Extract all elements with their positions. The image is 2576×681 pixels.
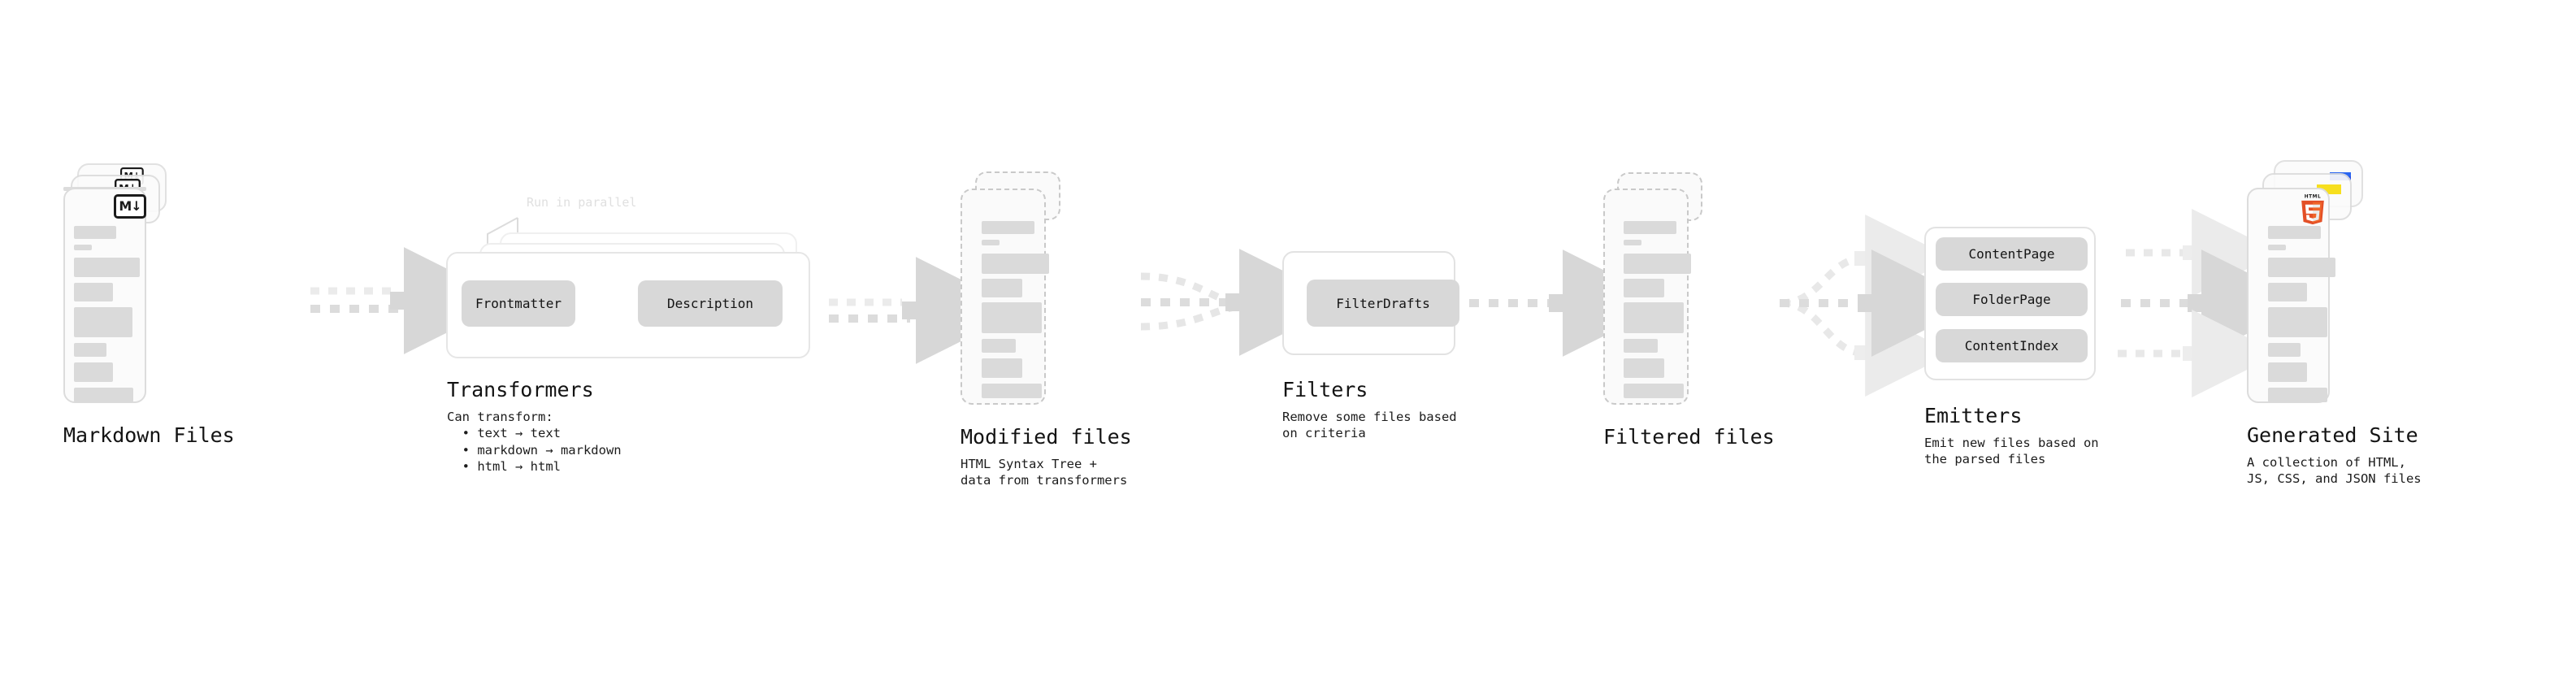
skeleton-line bbox=[982, 221, 1034, 234]
markdown-icon: M↓ bbox=[114, 194, 146, 219]
connector-modified-to-filters bbox=[1140, 249, 1347, 356]
skeleton-line bbox=[982, 279, 1022, 297]
connector-transformers-to-modified bbox=[829, 257, 1023, 364]
skeleton-line bbox=[982, 358, 1022, 378]
markdown-icon-letter: M bbox=[119, 198, 132, 214]
skeleton-line bbox=[982, 254, 1049, 274]
skeleton-line bbox=[74, 258, 140, 277]
skeleton-line bbox=[74, 343, 106, 357]
skeleton-line bbox=[2268, 343, 2301, 357]
stage-title-markdown-files: Markdown Files bbox=[63, 423, 235, 447]
skeleton-line bbox=[74, 362, 113, 382]
skeleton-line bbox=[74, 388, 133, 402]
emitter-node-contentindex[interactable]: ContentIndex bbox=[1936, 329, 2088, 362]
skeleton-line bbox=[74, 226, 116, 239]
skeleton-line bbox=[74, 283, 113, 301]
emitter-node-folderpage[interactable]: FolderPage bbox=[1936, 283, 2088, 316]
transformer-node-frontmatter[interactable]: Frontmatter bbox=[462, 280, 575, 327]
skeleton-line bbox=[1624, 358, 1664, 378]
skeleton-line bbox=[982, 384, 1042, 398]
skeleton-line bbox=[982, 302, 1042, 333]
skeleton-line bbox=[2268, 307, 2327, 337]
stage-subtitle-modified-files: HTML Syntax Tree + data from transformer… bbox=[961, 457, 1128, 488]
skeleton-line bbox=[74, 307, 132, 337]
html5-icon: HTML bbox=[2301, 195, 2324, 225]
stage-subtitle-emitters: Emit new files based on the parsed files bbox=[1924, 436, 2099, 467]
connector-emitters-to-site bbox=[2118, 209, 2309, 397]
connector-filtered-to-emitters bbox=[1780, 215, 1979, 397]
run-in-parallel-label: Run in parallel bbox=[527, 195, 637, 210]
emitter-node-contentpage[interactable]: ContentPage bbox=[1936, 237, 2088, 271]
skeleton-line bbox=[1624, 339, 1658, 353]
skeleton-line bbox=[1624, 279, 1664, 297]
skeleton-line bbox=[74, 245, 92, 250]
skeleton-line bbox=[1624, 254, 1691, 274]
stage-title-generated-site: Generated Site bbox=[2247, 423, 2418, 447]
markdown-icon-arrow: ↓ bbox=[131, 198, 141, 214]
skeleton-line bbox=[1624, 302, 1684, 333]
stage-title-filters: Filters bbox=[1282, 378, 1368, 401]
stage-title-emitters: Emitters bbox=[1924, 404, 2023, 427]
transformer-node-description[interactable]: Description bbox=[638, 280, 783, 327]
skeleton-line bbox=[982, 339, 1016, 353]
stage-subtitle-transformers: Can transform: • text → text • markdown … bbox=[447, 410, 622, 475]
skeleton-line bbox=[1624, 240, 1641, 245]
skeleton-line bbox=[2268, 388, 2327, 402]
skeleton-line bbox=[982, 240, 1000, 245]
skeleton-line bbox=[1624, 221, 1676, 234]
skeleton-line bbox=[1624, 384, 1684, 398]
skeleton-line bbox=[2268, 226, 2321, 239]
skeleton-line bbox=[2268, 283, 2307, 301]
skeleton-line bbox=[2268, 258, 2335, 277]
stage-subtitle-filters: Remove some files based on criteria bbox=[1282, 410, 1457, 441]
stage-title-filtered-files: Filtered files bbox=[1603, 425, 1775, 449]
stage-title-transformers: Transformers bbox=[447, 378, 594, 401]
filter-node-filterdrafts[interactable]: FilterDrafts bbox=[1307, 280, 1459, 327]
svg-text:HTML: HTML bbox=[2305, 195, 2322, 200]
stage-title-modified-files: Modified files bbox=[961, 425, 1132, 449]
skeleton-line bbox=[2268, 362, 2307, 382]
stage-subtitle-generated-site: A collection of HTML, JS, CSS, and JSON … bbox=[2247, 455, 2422, 487]
skeleton-line bbox=[2268, 245, 2286, 250]
